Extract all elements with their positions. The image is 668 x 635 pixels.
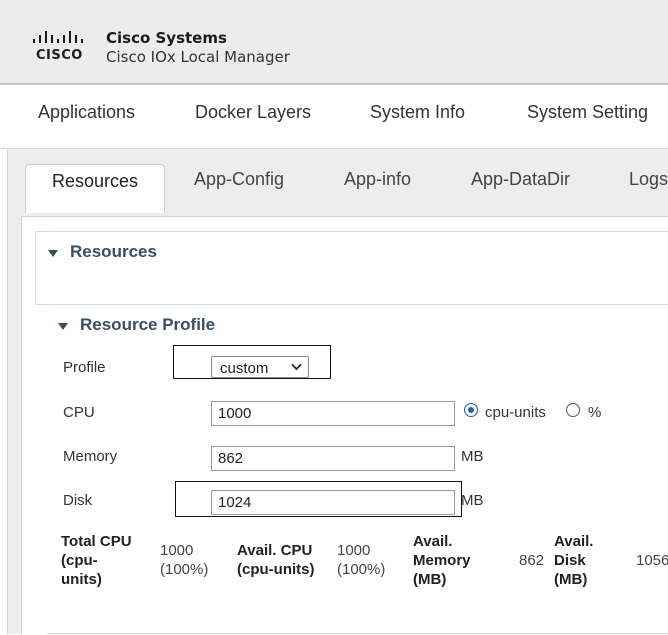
total-cpu-heading: Total CPU (cpu- units) xyxy=(61,532,132,589)
chevron-down-icon xyxy=(291,363,302,371)
avail-memory-heading: Avail. Memory (MB) xyxy=(413,532,471,589)
avail-cpu-value-line: 1000 xyxy=(337,542,371,559)
tab-app-datadir[interactable]: App-DataDir xyxy=(471,169,571,189)
app-tab-bar: Resources App-Config App-info App-DataDi… xyxy=(8,149,668,216)
avail-memory-heading-line: (MB) xyxy=(413,571,447,588)
cpu-units-radio[interactable] xyxy=(464,403,478,417)
avail-disk-heading: Avail. Disk (MB) xyxy=(554,532,593,589)
profile-highlight-box xyxy=(173,345,331,379)
disk-highlight-box xyxy=(175,481,462,517)
percent-label: % xyxy=(588,404,602,421)
disk-unit: MB xyxy=(461,492,484,509)
percent-radio[interactable] xyxy=(566,403,580,417)
total-cpu-value: 1000 (100%) xyxy=(160,541,208,579)
logo-wordmark: CISCO xyxy=(36,48,83,63)
nav-applications[interactable]: Applications xyxy=(38,102,136,122)
memory-label: Memory xyxy=(63,448,118,465)
avail-cpu-heading-line: (cpu-units) xyxy=(237,561,315,578)
avail-cpu-heading-line: Avail. CPU xyxy=(237,542,313,559)
company-name: Cisco Systems xyxy=(106,29,227,47)
cpu-label: CPU xyxy=(63,404,95,421)
tab-logs[interactable]: Logs xyxy=(629,169,668,189)
cisco-logo-icon: CISCO xyxy=(32,31,92,63)
avail-memory-value: 862 xyxy=(519,552,545,569)
product-name: Cisco IOx Local Manager xyxy=(106,48,290,66)
app-header: CISCO Cisco Systems Cisco IOx Local Mana… xyxy=(0,0,668,85)
avail-cpu-heading: Avail. CPU (cpu-units) xyxy=(237,541,314,579)
resource-profile-title[interactable]: Resource Profile xyxy=(80,315,216,334)
tab-resources-label: Resources xyxy=(52,171,139,191)
total-cpu-heading-line: (cpu- xyxy=(61,552,98,569)
avail-disk-heading-line: Disk xyxy=(554,552,586,569)
disk-input[interactable]: 1024 xyxy=(211,490,455,515)
avail-disk-value: 1056 xyxy=(636,552,668,569)
total-cpu-heading-line: units) xyxy=(61,571,102,588)
content-area: Resources App-Config App-info App-DataDi… xyxy=(7,149,668,635)
memory-input[interactable]: 862 xyxy=(211,446,455,471)
tab-app-config[interactable]: App-Config xyxy=(194,169,285,189)
total-cpu-value-line: 1000 xyxy=(160,542,194,559)
nav-system-setting[interactable]: System Setting xyxy=(527,102,649,122)
nav-system-info[interactable]: System Info xyxy=(370,102,466,122)
main-nav: Applications Docker Layers System Info S… xyxy=(0,85,668,149)
profile-select[interactable]: custom xyxy=(211,356,309,378)
profile-label: Profile xyxy=(63,359,106,376)
avail-cpu-value: 1000 (100%) xyxy=(337,541,385,579)
collapse-triangle-icon[interactable] xyxy=(48,250,58,257)
disk-label: Disk xyxy=(63,492,93,509)
profile-selected-value: custom xyxy=(220,360,269,377)
cisco-bars-icon xyxy=(33,31,83,43)
resources-panel: Resources Resource Profile Profile custo… xyxy=(21,216,668,635)
total-cpu-heading-line: Total CPU xyxy=(61,533,132,550)
avail-disk-heading-line: (MB) xyxy=(554,571,588,588)
tab-app-info[interactable]: App-info xyxy=(344,169,412,189)
avail-memory-heading-line: Memory xyxy=(413,552,471,569)
resources-section-title[interactable]: Resources xyxy=(70,242,157,261)
avail-disk-heading-line: Avail. xyxy=(554,533,594,550)
tab-resources[interactable]: Resources xyxy=(25,164,165,213)
cpu-units-label: cpu-units xyxy=(485,404,546,421)
nav-docker-layers[interactable]: Docker Layers xyxy=(195,102,312,122)
collapse-triangle-icon[interactable] xyxy=(58,323,68,330)
avail-memory-heading-line: Avail. xyxy=(413,533,453,550)
avail-cpu-value-line: (100%) xyxy=(337,561,386,578)
total-cpu-value-line: (100%) xyxy=(160,561,209,578)
cpu-input[interactable]: 1000 xyxy=(211,401,455,426)
resources-section: Resources xyxy=(35,231,668,305)
memory-unit: MB xyxy=(461,448,484,465)
